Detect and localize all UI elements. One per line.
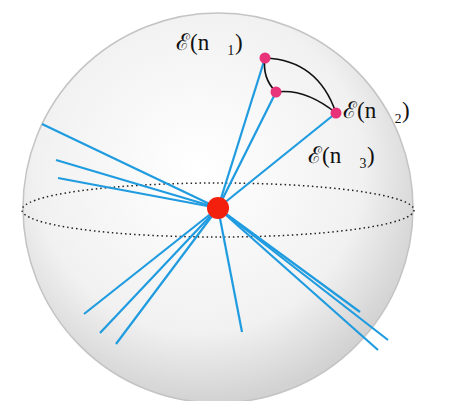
sphere bbox=[23, 13, 413, 401]
callout-label: ℰ(n⃗₂) bbox=[343, 98, 410, 123]
detector-dot bbox=[271, 87, 282, 98]
jet-line bbox=[100, 208, 218, 333]
arc bbox=[276, 91, 336, 113]
callout-label: ℰ(n⃗₃) bbox=[308, 143, 375, 168]
correlator-triangle bbox=[264, 58, 336, 113]
jet-line bbox=[58, 178, 218, 208]
jet-line bbox=[218, 58, 265, 208]
detector-points bbox=[260, 53, 342, 119]
detector-dot bbox=[331, 108, 342, 119]
jet-line bbox=[218, 92, 276, 208]
collision-point bbox=[207, 197, 229, 219]
jet-line bbox=[42, 124, 218, 208]
jet-line bbox=[218, 208, 388, 340]
detector-dot bbox=[260, 53, 271, 64]
jets bbox=[42, 58, 388, 350]
jet-line bbox=[218, 208, 378, 350]
equator bbox=[22, 183, 414, 237]
callout-label: ℰ(n⃗₁) bbox=[176, 30, 243, 55]
jet-line bbox=[56, 160, 218, 208]
arc bbox=[265, 58, 336, 113]
jet-line bbox=[116, 208, 218, 344]
